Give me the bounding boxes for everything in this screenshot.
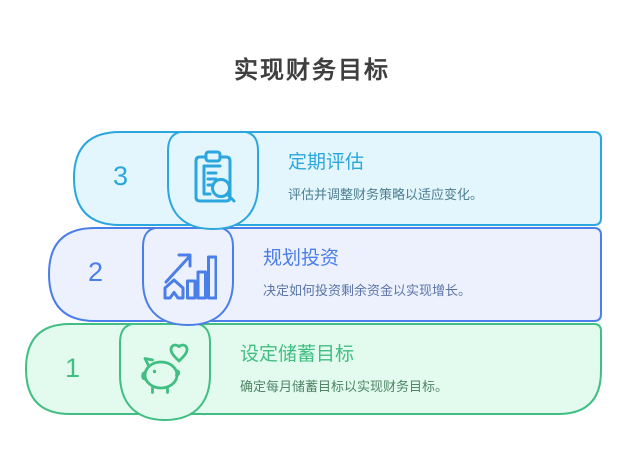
step-row-2: 2 规划投资 决定如何投资剩余资金以实现增长。 (47, 227, 602, 339)
step-row-1: 1 设定储蓄目标 确定每月储蓄目标以实现财务目标。 (24, 323, 602, 435)
step-title: 设定储蓄目标 (240, 344, 355, 365)
step-text-block: 规划投资 决定如何投资剩余资金以实现增长。 (263, 246, 563, 300)
house-growth-chart-icon (159, 243, 218, 310)
step-row-3: 3 定期评估 评估并调整财务策略以适应变化。 (72, 131, 602, 243)
step-number: 3 (112, 161, 129, 191)
clipboard-search-icon (184, 147, 242, 214)
step-description: 确定每月储蓄目标以实现财务目标。 (240, 379, 449, 394)
step-text-block: 定期评估 评估并调整财务策略以适应变化。 (288, 150, 588, 204)
step-description: 评估并调整财务策略以适应变化。 (288, 187, 484, 202)
step-text-block: 设定储蓄目标 确定每月储蓄目标以实现财务目标。 (240, 342, 540, 396)
step-number: 2 (87, 257, 104, 287)
page-title: 实现财务目标 (234, 57, 390, 84)
step-title: 定期评估 (288, 152, 365, 173)
step-title: 规划投资 (263, 248, 340, 269)
piggy-bank-heart-icon (135, 337, 195, 402)
step-number: 1 (64, 353, 81, 383)
step-description: 决定如何投资剩余资金以实现增长。 (263, 283, 472, 298)
